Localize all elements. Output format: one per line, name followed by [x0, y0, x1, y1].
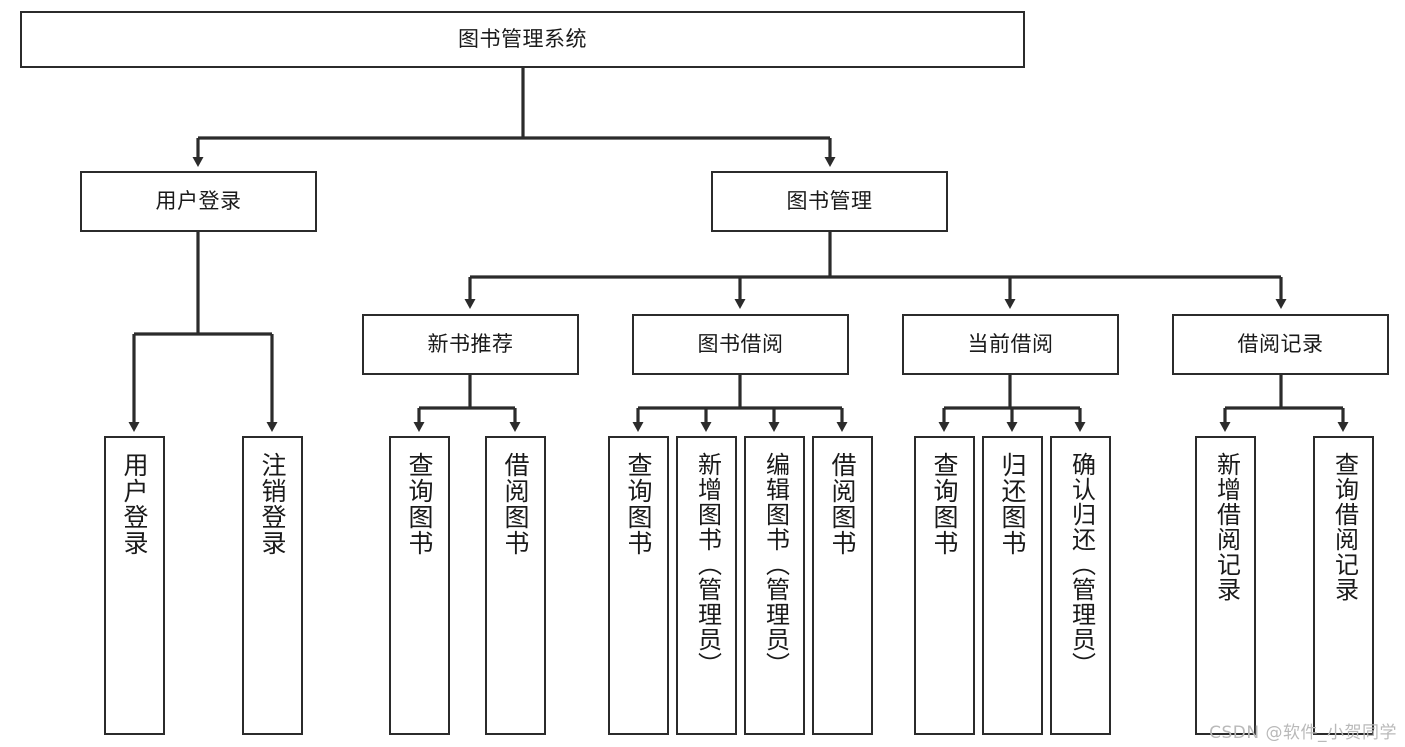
node-leaf-query-book-3-label: 查询图书	[930, 452, 959, 556]
node-leaf-borrow-book-1[interactable]: 借阅图书	[485, 436, 546, 735]
node-new-book-rec[interactable]: 新书推荐	[362, 314, 579, 375]
node-leaf-add-book-label: 新增图书（管理员）	[693, 452, 722, 677]
node-leaf-user-logout-label: 注销登录	[258, 452, 287, 556]
node-leaf-add-record-label: 新增借阅记录	[1212, 452, 1241, 602]
node-leaf-query-record[interactable]: 查询借阅记录	[1313, 436, 1374, 735]
watermark: CSDN @软件_小贺同学	[1209, 723, 1397, 743]
node-leaf-edit-book[interactable]: 编辑图书（管理员）	[744, 436, 805, 735]
node-borrow-record[interactable]: 借阅记录	[1172, 314, 1389, 375]
node-leaf-query-book-3[interactable]: 查询图书	[914, 436, 975, 735]
node-leaf-add-record[interactable]: 新增借阅记录	[1195, 436, 1256, 735]
node-leaf-borrow-book-1-label: 借阅图书	[501, 452, 530, 556]
node-current-borrow[interactable]: 当前借阅	[902, 314, 1119, 375]
node-leaf-query-record-label: 查询借阅记录	[1330, 452, 1359, 602]
node-new-book-rec-label: 新书推荐	[427, 331, 514, 356]
node-leaf-borrow-book-2-label: 借阅图书	[828, 452, 857, 556]
node-book-borrow-label: 图书借阅	[697, 331, 784, 356]
node-leaf-confirm-return-label: 确认归还（管理员）	[1067, 452, 1096, 677]
node-leaf-user-logout[interactable]: 注销登录	[242, 436, 303, 735]
node-leaf-borrow-book-2[interactable]: 借阅图书	[812, 436, 873, 735]
node-leaf-return-book[interactable]: 归还图书	[982, 436, 1043, 735]
node-book-borrow[interactable]: 图书借阅	[632, 314, 849, 375]
node-book-manage-label: 图书管理	[786, 188, 873, 213]
node-current-borrow-label: 当前借阅	[967, 331, 1054, 356]
node-root[interactable]: 图书管理系统	[20, 11, 1025, 68]
node-leaf-query-book-1[interactable]: 查询图书	[389, 436, 450, 735]
node-leaf-user-login[interactable]: 用户登录	[104, 436, 165, 735]
node-leaf-user-login-label: 用户登录	[120, 452, 149, 556]
node-leaf-query-book-1-label: 查询图书	[405, 452, 434, 556]
node-book-manage[interactable]: 图书管理	[711, 171, 948, 232]
node-leaf-add-book[interactable]: 新增图书（管理员）	[676, 436, 737, 735]
node-leaf-query-book-2-label: 查询图书	[624, 452, 653, 556]
node-leaf-query-book-2[interactable]: 查询图书	[608, 436, 669, 735]
node-leaf-return-book-label: 归还图书	[998, 452, 1027, 556]
node-root-label: 图书管理系统	[458, 26, 587, 51]
node-user-login[interactable]: 用户登录	[80, 171, 317, 232]
node-leaf-confirm-return[interactable]: 确认归还（管理员）	[1050, 436, 1111, 735]
node-borrow-record-label: 借阅记录	[1237, 331, 1324, 356]
node-user-login-label: 用户登录	[155, 188, 242, 213]
node-leaf-edit-book-label: 编辑图书（管理员）	[761, 452, 790, 677]
